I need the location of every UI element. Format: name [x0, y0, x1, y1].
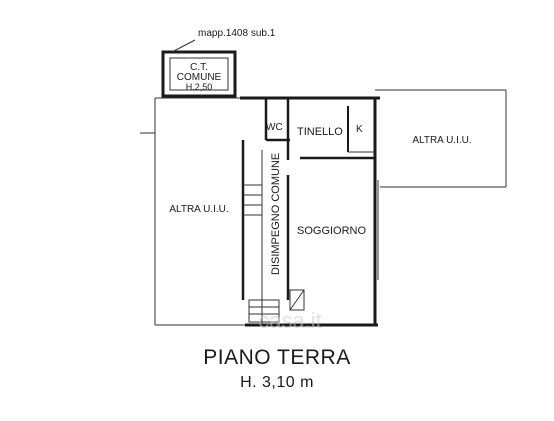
ct-height-label: H.2,50	[186, 82, 213, 92]
soggiorno-label: SOGGIORNO	[297, 225, 367, 237]
disimpegno-label: DISIMPEGNO COMUNE	[270, 153, 282, 275]
ct-comune-label: COMUNE	[177, 72, 222, 83]
left-unit: ALTRA U.I.U.	[140, 97, 245, 326]
wc-label: WC	[266, 122, 283, 133]
right-unit-label: ALTRA U.I.U.	[412, 135, 471, 146]
watermark: casa.it	[258, 308, 322, 333]
right-unit: ALTRA U.I.U.	[375, 89, 507, 188]
ct-room: mapp.1408 sub.1 C.T. COMUNE H.2,50	[161, 28, 276, 98]
cadastral-reference: mapp.1408 sub.1	[198, 28, 276, 39]
floor-height: H. 3,10 m	[240, 374, 314, 391]
floor-title: PIANO TERRA	[203, 346, 351, 369]
left-unit-label: ALTRA U.I.U.	[169, 204, 228, 215]
k-label: K	[356, 124, 363, 135]
tinello-label: TINELLO	[297, 126, 343, 138]
ct-label: C.T.	[190, 62, 208, 73]
apartment-walls	[240, 96, 380, 327]
